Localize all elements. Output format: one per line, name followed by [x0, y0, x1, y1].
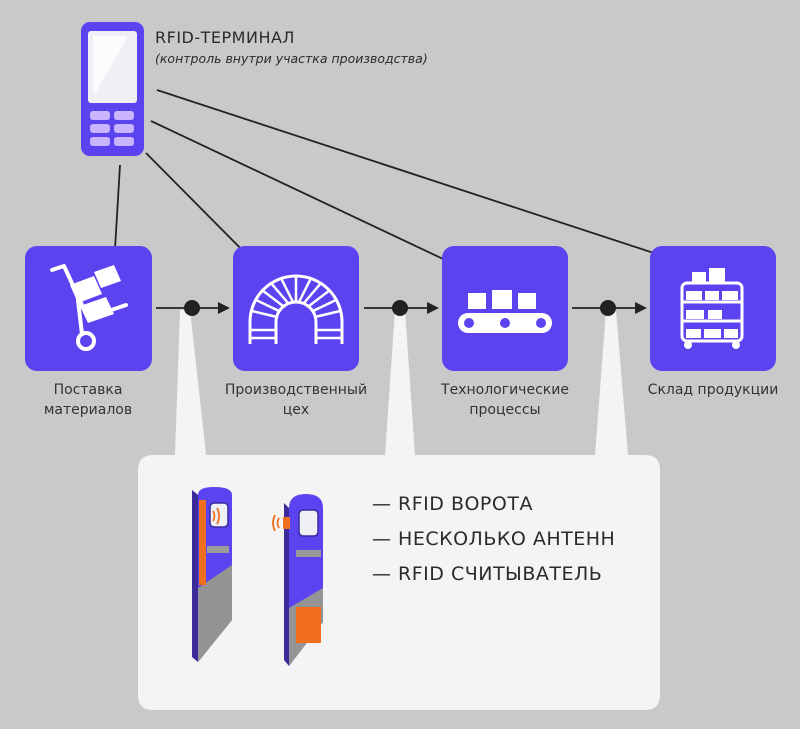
stage-label-workshop: Производственный цех — [211, 380, 381, 420]
conveyor-icon — [458, 290, 552, 333]
stage-label-line: Поставка — [53, 382, 123, 398]
stage-label-line: материалов — [43, 402, 133, 418]
stage-label-processes: Технологические процессы — [420, 380, 590, 420]
terminal-subtitle: (контроль внутри участка производства) — [155, 51, 428, 66]
legend-rfid-reader: — RFID СЧИТЫВАТЕЛЬ — [372, 563, 603, 585]
warehouse-rack-icon — [680, 268, 744, 349]
stage-label-materials: Поставка материалов — [3, 380, 173, 420]
stage-label-line: процессы — [469, 402, 541, 418]
stage-label-line: Технологические — [441, 382, 569, 398]
handheld-terminal-icon — [81, 22, 144, 156]
rfid-gate-icon-front — [192, 487, 232, 662]
legend-rfid-gate: — RFID ВОРОТА — [372, 493, 533, 515]
terminal-arrows — [108, 89, 674, 285]
stage-label-warehouse: Склад продукции — [628, 380, 798, 400]
boxes-on-truck — [70, 265, 121, 323]
legend-multiple-antennas: — НЕСКОЛЬКО АНТЕНН — [372, 528, 616, 550]
terminal-title: RFID-ТЕРМИНАЛ — [155, 28, 295, 47]
stage-label-line: Склад продукции — [647, 382, 779, 398]
stage-label-line: Производственный — [224, 382, 368, 398]
arch-workshop-icon — [248, 274, 344, 344]
stage-label-line: цех — [282, 402, 310, 418]
stage-box-workshop — [233, 246, 359, 371]
gate-points — [184, 300, 616, 316]
gate-callout-panel — [138, 310, 660, 710]
stage-box-warehouse — [650, 246, 776, 371]
rfid-gate-icon-side — [272, 494, 323, 666]
